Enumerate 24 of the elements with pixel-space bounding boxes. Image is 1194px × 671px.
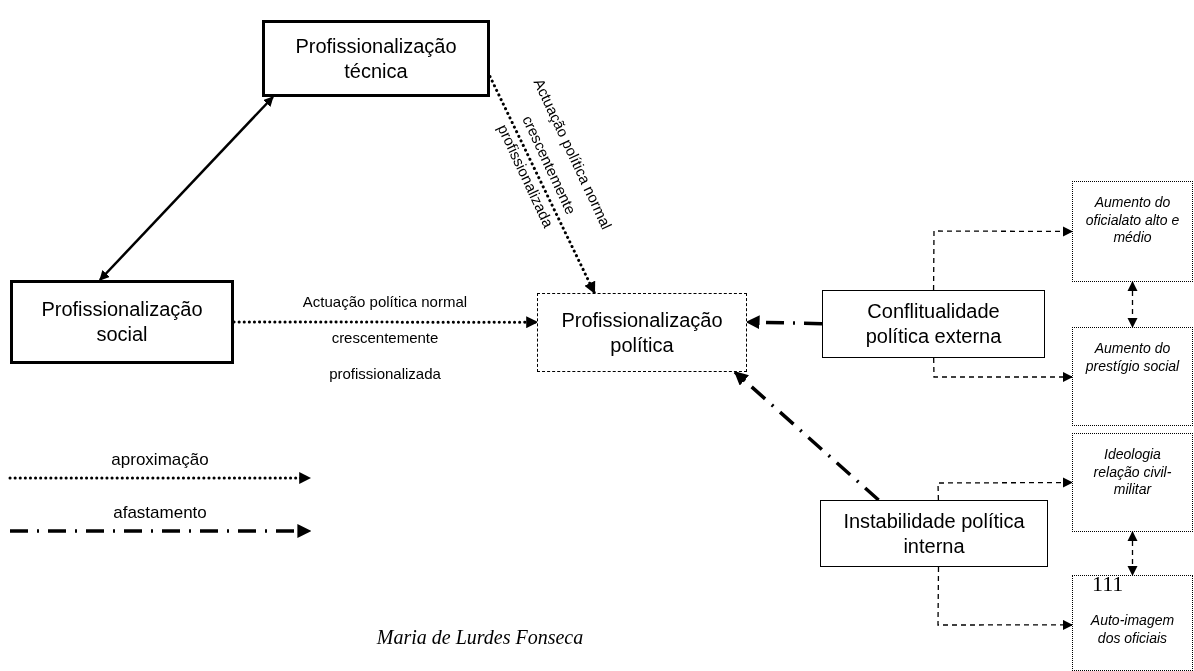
arrow (937, 566, 1074, 631)
arrow (745, 315, 823, 330)
effect-box: Ideologia relação civil-militar (1072, 433, 1193, 532)
arrow (733, 370, 880, 502)
arrow (937, 477, 1074, 501)
effect-box: Aumento do prestígio social (1072, 327, 1193, 426)
concept-box: Profissionalização política (537, 293, 747, 372)
concept-box: Instabilidade política interna (820, 500, 1048, 567)
arrow (932, 226, 1074, 291)
concept-box: Profissionalização técnica (262, 20, 490, 97)
arrow (933, 357, 1074, 383)
author-name: Maria de Lurdes Fonseca (375, 625, 585, 650)
legend-label: afastamento (112, 502, 208, 524)
edge-label: Actuação política normal crescentemente profissionalizada (301, 292, 469, 384)
legend-label: aproximação (110, 449, 210, 471)
page-number: 111 (1092, 573, 1124, 595)
double-arrow (99, 96, 274, 281)
double-arrow (1127, 280, 1138, 329)
effect-box: Aumento do oficialato alto e médio (1072, 181, 1193, 282)
concept-box: Profissionalização social (10, 280, 234, 364)
double-arrow (1127, 530, 1138, 577)
arrow (232, 316, 539, 329)
concept-box: Conflitualidade política externa (822, 290, 1045, 358)
arrow (488, 75, 596, 295)
